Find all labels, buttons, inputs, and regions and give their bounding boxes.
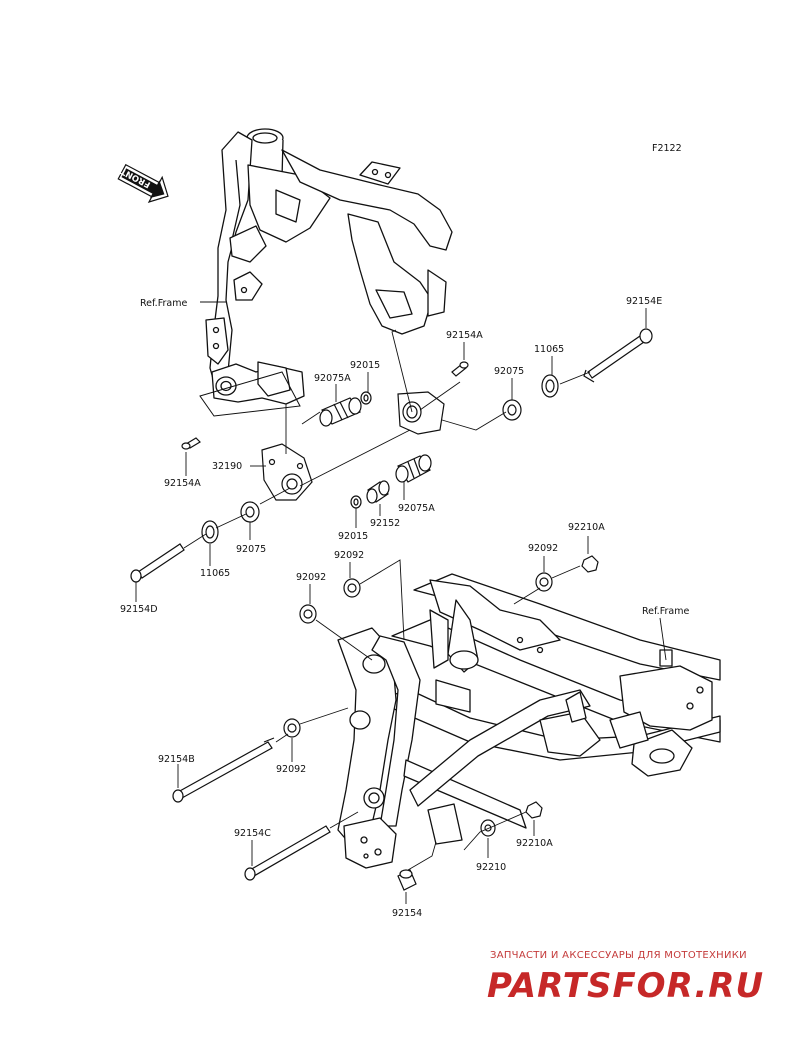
collar-11065-top [541, 374, 559, 398]
label-92015-top: 92015 [350, 360, 380, 371]
bolt-92154B [172, 737, 275, 803]
bolt-92154D [130, 543, 185, 583]
label-92210A-top: 92210A [568, 522, 605, 533]
nut-92210A-top [581, 555, 599, 573]
label-92075A-mid: 92075A [398, 503, 435, 514]
label-32190: 32190 [212, 461, 242, 472]
watermark-logo: PARTSFOR.RU [487, 966, 765, 1006]
label-92154A-top: 92154A [446, 330, 483, 341]
rubber-92075-left [240, 501, 260, 523]
leader-lines [135, 301, 667, 904]
label-11065-top: 11065 [534, 344, 564, 355]
label-92092-c: 92092 [528, 543, 558, 554]
label-11065-left: 11065 [200, 568, 230, 579]
label-92154E: 92154E [626, 296, 662, 307]
rubber-92092-c [535, 572, 553, 592]
bolt-92154E [583, 328, 653, 383]
label-92092-b: 92092 [296, 572, 326, 583]
bushing-92075A-mid [395, 454, 432, 483]
bushing-92075A-top [319, 397, 362, 427]
label-92154A-left: 92154A [164, 478, 201, 489]
label-92152: 92152 [370, 518, 400, 529]
bolt-92154C [244, 825, 331, 881]
collar-92152 [366, 480, 390, 504]
rubber-92092-d [283, 718, 301, 738]
label-92210: 92210 [476, 862, 506, 873]
collar-11065-left [201, 520, 219, 544]
label-92092-d: 92092 [276, 764, 306, 775]
label-92075-left: 92075 [236, 544, 266, 555]
lower-frame [337, 573, 721, 869]
label-92075A-top: 92075A [314, 373, 351, 384]
bushing-92210 [480, 819, 496, 837]
label-ref-frame-top: Ref.Frame [140, 298, 187, 309]
label-ref-frame-bottom: Ref.Frame [642, 606, 689, 617]
figure-code: F2122 [652, 143, 682, 154]
rubber-92092-a [343, 578, 361, 598]
label-92210A-bottom: 92210A [516, 838, 553, 849]
parts [130, 328, 653, 891]
label-92154C: 92154C [234, 828, 271, 839]
label-92154B: 92154B [158, 754, 195, 765]
watermark-tagline: ЗАПЧАСТИ И АКСЕССУАРЫ ДЛЯ МОТОТЕХНИКИ [490, 950, 747, 961]
upper-frame [205, 128, 453, 405]
bracket-32190 [261, 443, 313, 501]
label-92092-a: 92092 [334, 550, 364, 561]
front-arrow-badge: FRONT [117, 163, 169, 203]
nut-92210A-bottom [525, 801, 543, 819]
bolt-92154 [397, 869, 417, 891]
bolt-92154A-left [181, 437, 201, 450]
label-92154D: 92154D [120, 604, 158, 615]
rubber-92075-top [502, 399, 522, 421]
nut-92015-mid [350, 495, 362, 509]
label-92015-mid: 92015 [338, 531, 368, 542]
rubber-92092-b [299, 604, 317, 624]
label-92075-top: 92075 [494, 366, 524, 377]
label-92154: 92154 [392, 908, 422, 919]
nut-92015-top [360, 391, 372, 405]
part-labels: Ref.Frame Ref.Frame 92154E 92154A 11065 … [120, 296, 689, 919]
bolt-92154A-top [451, 361, 469, 377]
